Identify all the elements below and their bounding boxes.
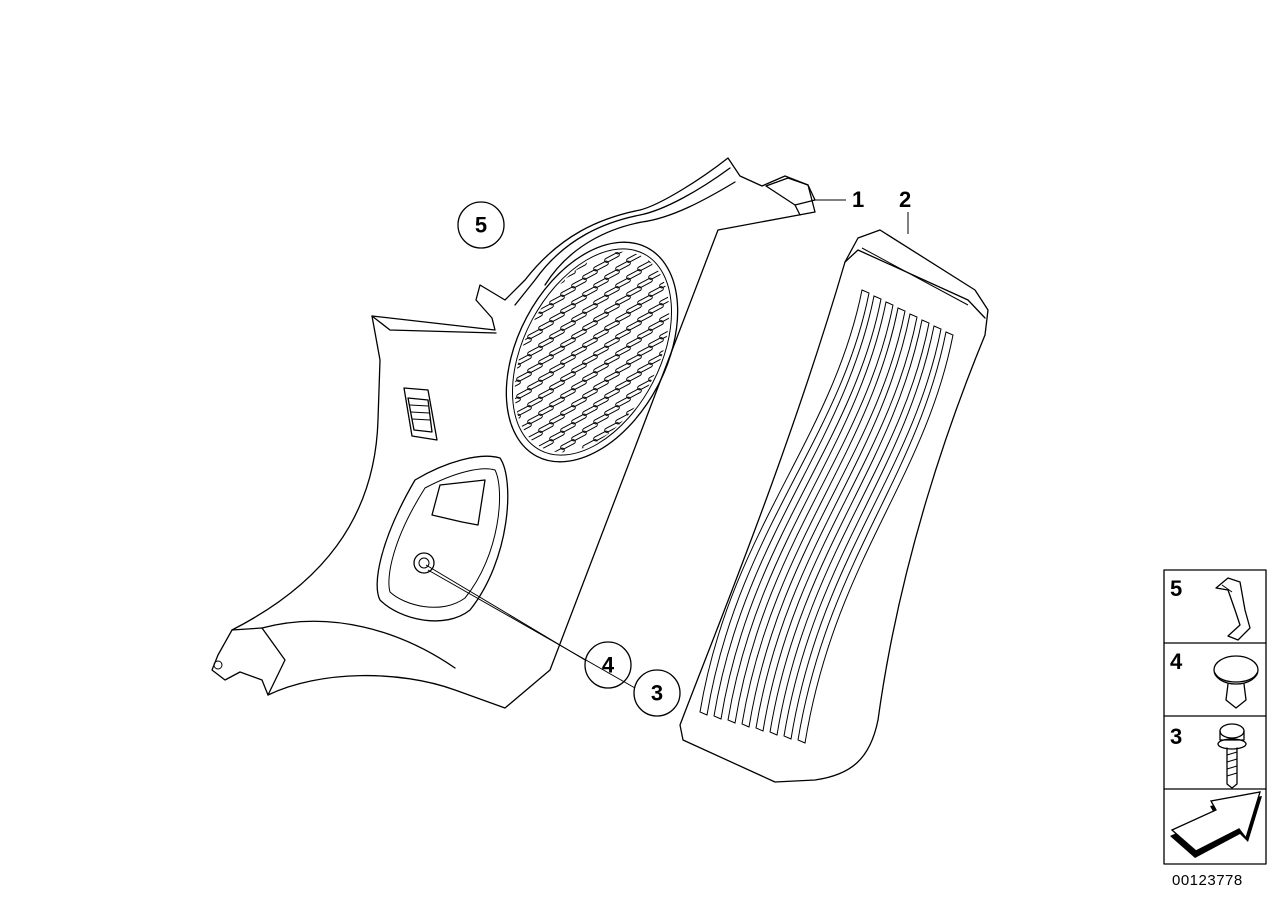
grille-slot xyxy=(670,371,686,382)
grille-slot xyxy=(670,422,686,433)
callout-3-circle: 3 xyxy=(633,669,681,717)
sill-rib xyxy=(783,325,942,740)
grille-slot xyxy=(659,447,675,459)
grille-slot xyxy=(604,439,620,450)
grille-slot xyxy=(637,226,653,238)
grille-slot xyxy=(505,243,521,255)
grille-slot xyxy=(549,464,565,476)
grille-slot xyxy=(549,243,565,255)
legend-number-5: 5 xyxy=(1170,576,1182,601)
sill-cover-trim[interactable] xyxy=(679,212,989,783)
grille-slot xyxy=(560,235,576,246)
grille-slot xyxy=(560,473,576,479)
grille-slot xyxy=(615,464,631,476)
grille-slot xyxy=(527,447,543,459)
screw-icon xyxy=(1217,723,1247,789)
callout-4-circle: 4 xyxy=(584,641,632,689)
grille-slot xyxy=(637,464,653,476)
grille-slot xyxy=(593,464,609,476)
grille-slot xyxy=(659,243,675,255)
grille-slot xyxy=(670,456,686,467)
svg-text:2: 2 xyxy=(899,187,911,212)
svg-text:5: 5 xyxy=(475,213,487,238)
svg-text:3: 3 xyxy=(651,681,663,706)
callout-1: 1 xyxy=(852,187,864,212)
grille-slot xyxy=(549,277,565,289)
sill-rib xyxy=(797,331,954,744)
svg-text:4: 4 xyxy=(602,653,615,678)
grille-slot xyxy=(626,473,642,479)
grille-slot xyxy=(670,286,686,297)
grille-slot xyxy=(505,464,521,476)
callout-2: 2 xyxy=(899,187,911,212)
legend-number-4: 4 xyxy=(1170,649,1183,674)
grille-slot xyxy=(527,226,543,238)
grille-slot xyxy=(670,354,686,365)
diagram-id: 00123778 xyxy=(1172,872,1243,889)
grille-slot xyxy=(670,439,686,450)
grille-slot xyxy=(670,388,686,399)
grille-slot xyxy=(505,447,521,459)
grille-slot xyxy=(571,464,587,476)
grille-slot xyxy=(527,464,543,476)
grille-slot xyxy=(516,235,532,246)
grille-slot xyxy=(659,464,675,476)
grille-slot xyxy=(582,473,598,479)
grille-slot xyxy=(648,439,664,450)
leader-line-3 xyxy=(427,569,636,689)
grille-slot xyxy=(516,473,532,479)
grille-slot xyxy=(516,456,532,467)
grille-slot xyxy=(516,252,532,263)
small-parts-legend: 5 4 3 xyxy=(1163,569,1267,865)
fastener-hole xyxy=(413,552,435,574)
grille-slot xyxy=(615,447,631,459)
grille-slot xyxy=(648,235,664,246)
sill-rib xyxy=(769,319,930,736)
push-rivet-icon xyxy=(1213,655,1259,709)
grille-slot xyxy=(670,235,686,246)
grille-slot xyxy=(648,456,664,467)
grille-slot xyxy=(549,226,565,238)
grille-slot xyxy=(604,473,620,479)
sill-rib xyxy=(699,289,870,716)
legend-number-3: 3 xyxy=(1170,724,1182,749)
grille-slot xyxy=(659,430,675,442)
grille-slot xyxy=(659,226,675,238)
grille-slot xyxy=(670,473,686,479)
grille-slot xyxy=(604,456,620,467)
sill-rib xyxy=(741,307,906,728)
grille-slot xyxy=(670,405,686,416)
sill-rib xyxy=(713,295,882,720)
grille-slot xyxy=(538,235,554,246)
grille-slot xyxy=(670,252,686,263)
grille-slot xyxy=(648,473,664,479)
grille-slot xyxy=(659,413,675,425)
svg-text:1: 1 xyxy=(852,187,864,212)
grille-slot xyxy=(659,379,675,391)
sill-rib xyxy=(755,313,918,732)
sill-rib xyxy=(727,301,894,724)
direction-arrow-icon xyxy=(1170,791,1262,858)
sill-cover-ribs xyxy=(699,289,954,744)
grille-slot xyxy=(659,396,675,408)
grille-slot xyxy=(538,473,554,479)
grille-slot xyxy=(637,447,653,459)
pillar-trim-panel[interactable] xyxy=(211,157,846,709)
grille-slot xyxy=(505,311,521,323)
grille-slot xyxy=(505,226,521,238)
grille-slot xyxy=(527,243,543,255)
grille-slot xyxy=(648,422,664,433)
grille-slot xyxy=(516,439,532,450)
grille-slot xyxy=(505,260,521,272)
callout-5-circle: 5 xyxy=(457,201,505,249)
clip-icon xyxy=(1215,577,1251,641)
